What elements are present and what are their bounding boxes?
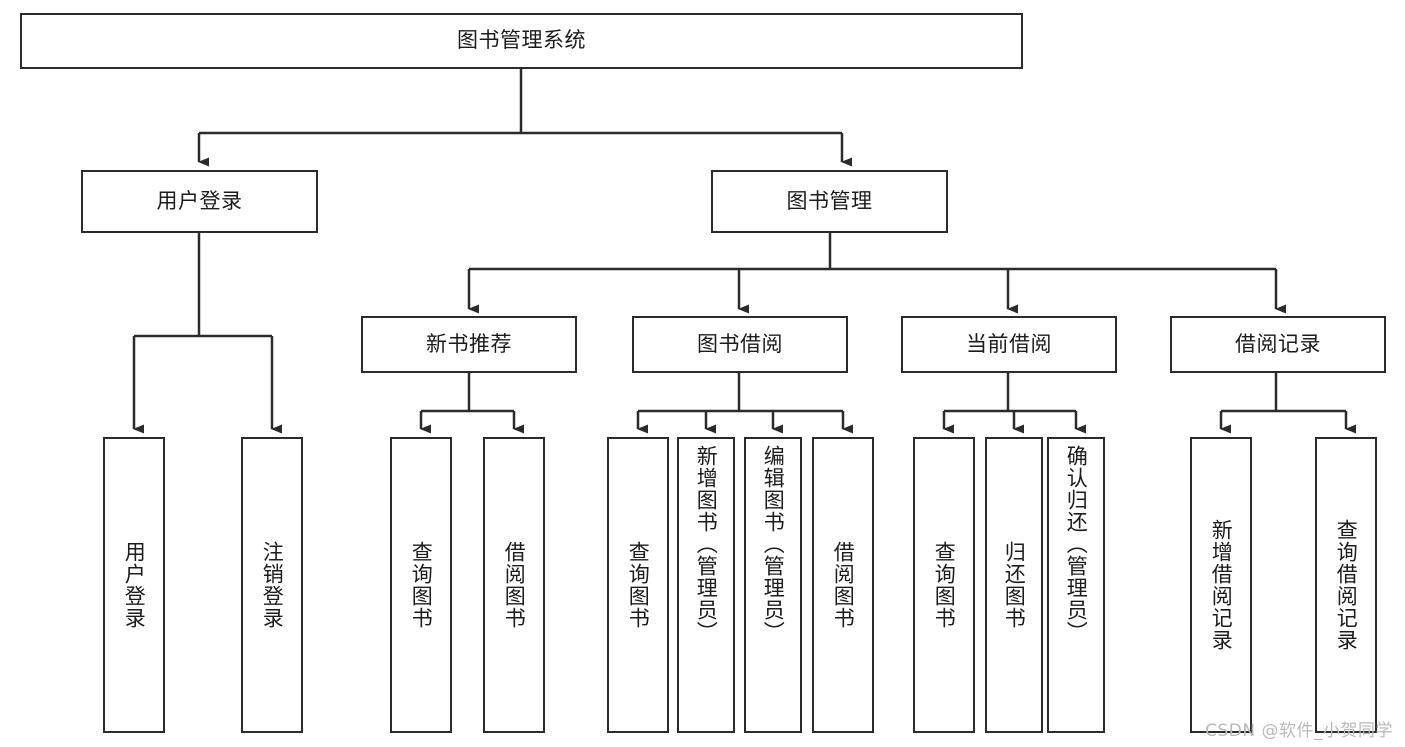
leaf-query-borrow-record-label: 查询借阅记录: [1334, 519, 1359, 651]
leaf-query-book-cb[interactable]: 查询图书: [913, 437, 975, 733]
node-new-book-recommend[interactable]: 新书推荐: [361, 316, 577, 373]
node-user-login-label: 用户登录: [156, 188, 243, 213]
leaf-query-book-cb-label: 查询图书: [932, 541, 957, 629]
leaf-borrow-book-nb[interactable]: 借阅图书: [483, 437, 545, 733]
leaf-borrow-book-nb-label: 借阅图书: [502, 541, 527, 629]
leaf-query-borrow-record[interactable]: 查询借阅记录: [1315, 437, 1377, 733]
leaf-query-book-nb[interactable]: 查询图书: [390, 437, 452, 733]
leaf-query-book-bb-label: 查询图书: [626, 541, 651, 629]
node-borrow-record[interactable]: 借阅记录: [1170, 316, 1386, 373]
leaf-add-book-admin-label: 新增图书（管理员）: [694, 445, 719, 643]
node-book-borrow[interactable]: 图书借阅: [632, 316, 848, 373]
leaf-return-book-label: 归还图书: [1002, 541, 1027, 629]
leaf-logout-label: 注销登录: [260, 541, 285, 629]
leaf-edit-book-admin[interactable]: 编辑图书（管理员）: [744, 437, 802, 733]
leaf-query-book-bb[interactable]: 查询图书: [607, 437, 669, 733]
node-user-login[interactable]: 用户登录: [81, 170, 318, 233]
leaf-add-book-admin[interactable]: 新增图书（管理员）: [677, 437, 735, 733]
leaf-return-book[interactable]: 归还图书: [985, 437, 1043, 733]
node-current-borrow[interactable]: 当前借阅: [901, 316, 1117, 373]
leaf-user-login[interactable]: 用户登录: [103, 437, 165, 733]
node-borrow-record-label: 借阅记录: [1235, 331, 1321, 356]
leaf-borrow-book-bb[interactable]: 借阅图书: [812, 437, 874, 733]
node-book-management-label: 图书管理: [786, 188, 873, 213]
leaf-logout[interactable]: 注销登录: [241, 437, 303, 733]
leaf-query-book-nb-label: 查询图书: [409, 541, 434, 629]
csdn-watermark: CSDN @软件_小贺同学: [1205, 721, 1393, 741]
leaf-confirm-return-admin[interactable]: 确认归还（管理员）: [1047, 437, 1105, 733]
leaf-borrow-book-bb-label: 借阅图书: [831, 541, 856, 629]
node-root-label: 图书管理系统: [457, 28, 586, 53]
node-root-book-management-system[interactable]: 图书管理系统: [20, 13, 1023, 69]
leaf-add-borrow-record-label: 新增借阅记录: [1209, 519, 1234, 651]
node-book-borrow-label: 图书借阅: [697, 331, 783, 356]
node-book-management[interactable]: 图书管理: [711, 170, 948, 233]
leaf-edit-book-admin-label: 编辑图书（管理员）: [761, 445, 786, 643]
leaf-confirm-return-admin-label: 确认归还（管理员）: [1064, 445, 1089, 643]
node-new-book-recommend-label: 新书推荐: [426, 331, 512, 356]
leaf-user-login-label: 用户登录: [122, 541, 147, 629]
node-current-borrow-label: 当前借阅: [966, 331, 1052, 356]
leaf-add-borrow-record[interactable]: 新增借阅记录: [1190, 437, 1252, 733]
